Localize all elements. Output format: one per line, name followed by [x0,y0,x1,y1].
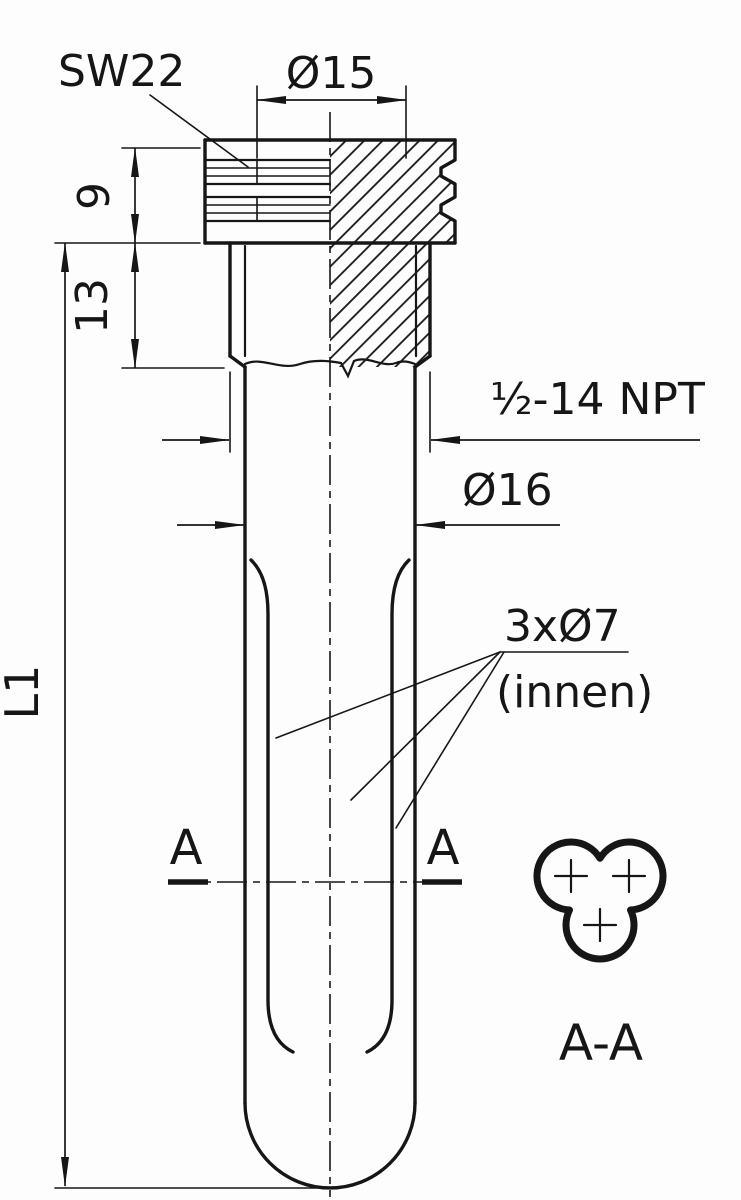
label-dia16: Ø16 [462,465,553,516]
bore-center-crosses [553,858,647,943]
section-hatching [330,140,455,367]
break-line [243,358,417,379]
dimension-npt: ½-14 NPT [162,371,705,453]
label-dia15: Ø15 [286,48,377,99]
label-section-a-left: A [170,820,203,876]
label-dim-13: 13 [67,278,118,334]
dimension-dia15: Ø15 [256,48,407,159]
label-section-a-right: A [427,820,460,876]
section-view: A-A [533,838,667,1072]
label-thread-npt: ½-14 NPT [490,374,705,425]
dimension-9: 9 [54,147,201,244]
label-sw22: SW22 [58,46,185,97]
label-sw22-group: SW22 [58,46,249,168]
dimension-l1: L1 [0,242,333,1189]
label-l1: L1 [0,665,49,720]
label-dim-9: 9 [69,182,120,210]
dimension-13: 13 [67,242,225,369]
label-bores: 3xØ7 [504,601,621,652]
leader-3xd7: 3xØ7 (innen) [275,601,653,829]
section-cut-line: A A [168,820,462,885]
label-section-title: A-A [559,1014,643,1072]
groove-lines [203,158,418,358]
label-bores-note: (innen) [496,667,653,718]
dimension-dia16: Ø16 [177,465,560,529]
